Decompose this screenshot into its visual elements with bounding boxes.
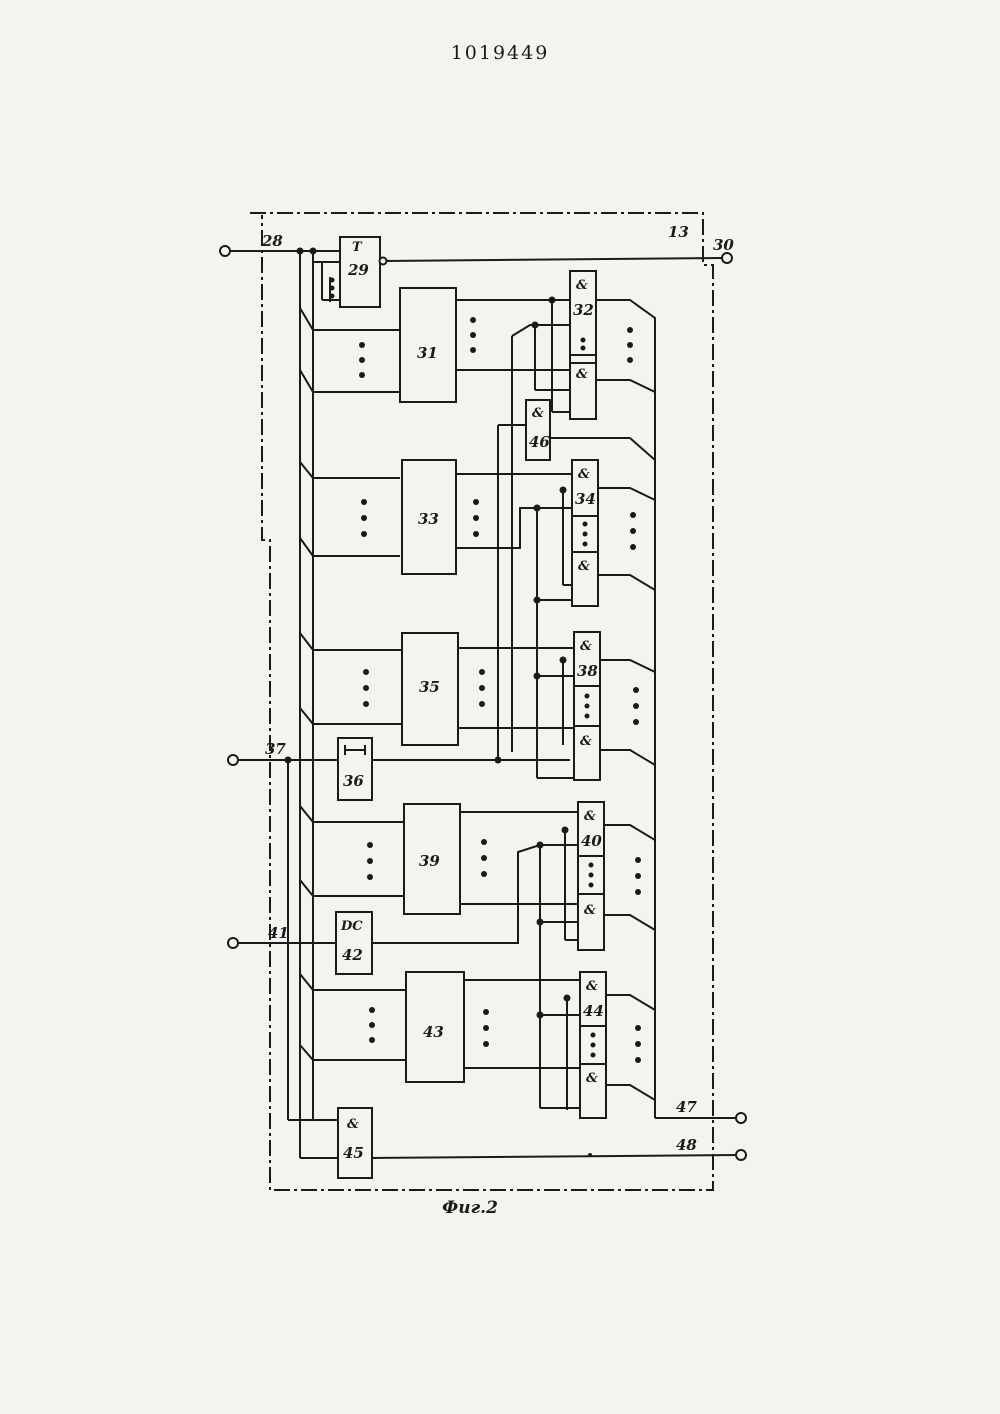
svg-text:&: &: [580, 734, 592, 749]
block-36: 36: [338, 738, 372, 800]
svg-text:T: T: [352, 240, 363, 255]
block-33: 33: [402, 460, 456, 574]
svg-text:&: &: [578, 559, 590, 574]
svg-text:44: 44: [583, 1002, 604, 1020]
block-35: 35: [402, 633, 458, 745]
terminal-37-circle: [228, 755, 238, 765]
terminal-47-circle: [736, 1113, 746, 1123]
terminal-41-label: 41: [268, 924, 289, 942]
svg-text:31: 31: [417, 344, 438, 362]
svg-text:&: &: [578, 467, 590, 482]
svg-text:38: 38: [577, 662, 598, 680]
svg-text:36: 36: [343, 772, 364, 790]
terminal-37-label: 37: [265, 740, 286, 758]
block-39: 39: [404, 804, 460, 914]
svg-text:&: &: [576, 278, 588, 293]
svg-text:32: 32: [573, 301, 594, 319]
block-43: 43: [406, 972, 464, 1082]
svg-text:34: 34: [575, 490, 596, 508]
and-gate-32: & 32 &: [570, 271, 596, 419]
svg-text:42: 42: [342, 946, 363, 964]
and-gate-45: & 45: [338, 1108, 372, 1178]
svg-text:&: &: [576, 367, 588, 382]
terminal-47-label: 47: [676, 1098, 697, 1116]
terminal-41-circle: [228, 938, 238, 948]
svg-text:33: 33: [418, 510, 439, 528]
svg-text:43: 43: [423, 1023, 444, 1041]
svg-text:45: 45: [343, 1144, 364, 1162]
svg-text:DC: DC: [340, 919, 363, 934]
and-gate-38: & 38 &: [574, 632, 600, 780]
svg-text:29: 29: [347, 261, 369, 279]
and-gate-44: & 44 &: [580, 972, 606, 1118]
svg-text:40: 40: [581, 832, 602, 850]
terminal-48-circle: [736, 1150, 746, 1160]
block-42: DC 42: [336, 912, 372, 974]
figure-caption: Фиг.2: [0, 1198, 940, 1218]
svg-text:39: 39: [419, 852, 440, 870]
and-gate-46: & 46: [526, 400, 550, 460]
terminal-28-circle: [220, 246, 230, 256]
svg-text:&: &: [586, 979, 598, 994]
svg-text:&: &: [347, 1117, 359, 1132]
svg-text:&: &: [584, 809, 596, 824]
terminal-30-circle: [722, 253, 732, 263]
block-29: T 29: [330, 237, 387, 307]
svg-text:&: &: [580, 639, 592, 654]
and-gate-40: & 40 &: [578, 802, 604, 950]
terminal-28-label: 28: [261, 232, 283, 250]
frame-label: 13: [668, 223, 689, 241]
svg-text:&: &: [586, 1071, 598, 1086]
svg-text:&: &: [532, 406, 544, 421]
svg-text:&: &: [584, 903, 596, 918]
svg-text:46: 46: [529, 433, 550, 451]
terminal-48-label: 48: [676, 1136, 697, 1154]
terminal-30-label: 30: [713, 236, 734, 254]
and-gate-34: & 34 &: [572, 460, 598, 606]
block-31: 31: [400, 288, 456, 402]
svg-text:35: 35: [419, 678, 440, 696]
